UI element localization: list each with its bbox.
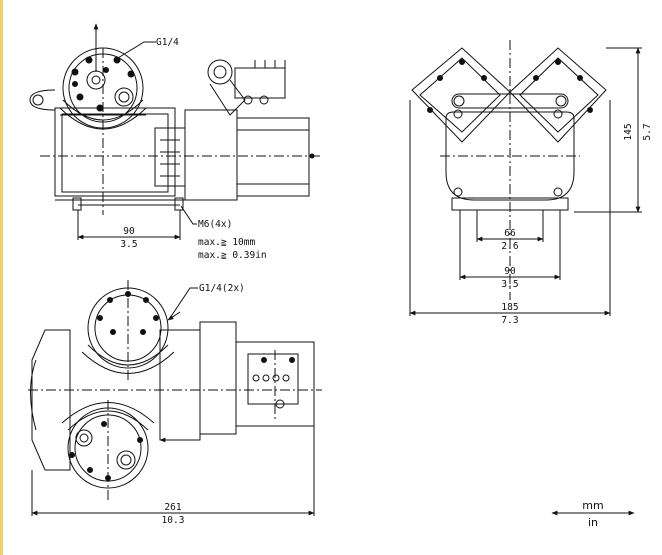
dim-90-in-right: 3.5 [501,279,518,290]
dim-90-in-top: 3.5 [120,239,137,250]
dim-145-mm: 145 [623,123,634,140]
dim-261-in: 10.3 [162,515,185,526]
dim-185-in: 7.3 [501,315,518,326]
label-top-port: G1/4 [156,37,179,48]
dim-185-mm: 185 [501,302,518,313]
legend-mm: mm [582,499,603,512]
dim-90-mm-right: 90 [504,266,516,277]
pump-head-top [59,47,147,130]
top-view [28,280,322,516]
dim-90-mm-top: 90 [123,226,135,237]
label-mount-depth-mm: max.≧ 10mm [198,237,255,248]
dim-145-in: 5.7 [642,123,653,140]
page-edge-accent [0,0,3,555]
label-mount-thread: M6(4x) [198,219,232,230]
dim-66-in: 2.6 [501,241,518,252]
legend-in: in [588,516,598,529]
dim-261-mm: 261 [164,502,181,513]
label-side-ports: G1/4(2x) [199,283,245,294]
dim-66-mm: 66 [504,228,516,239]
label-mount-depth-in: max.≧ 0.39in [198,250,267,261]
side-view [29,23,320,240]
front-view [409,40,642,316]
